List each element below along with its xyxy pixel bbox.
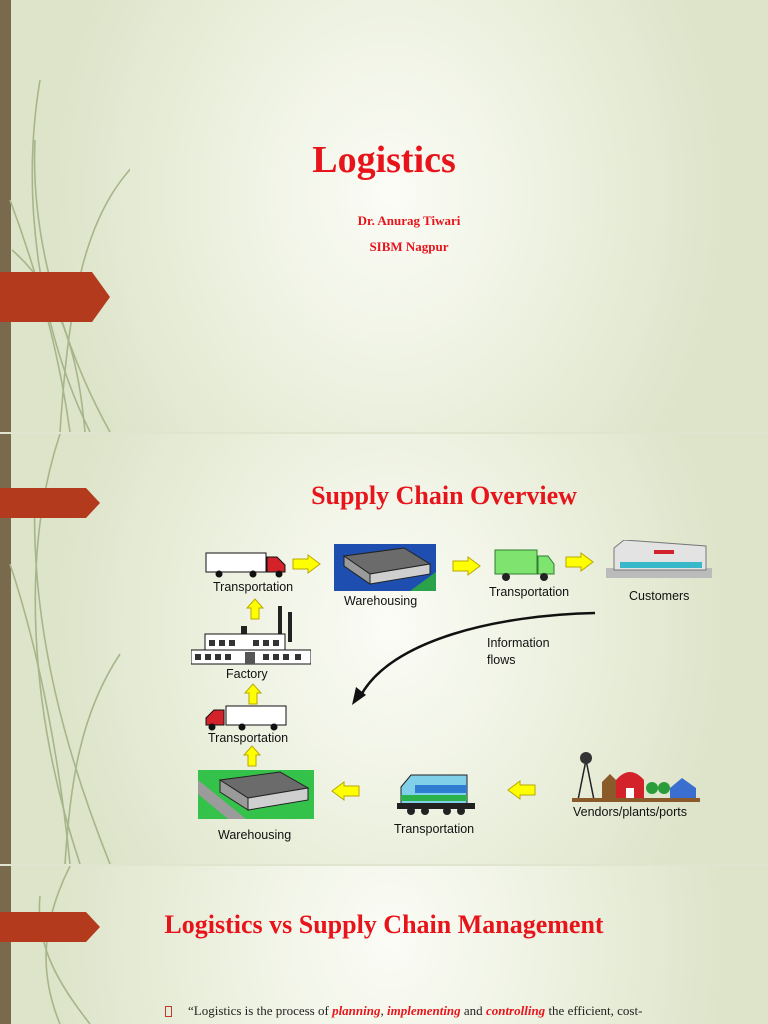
green-truck-icon [494, 549, 555, 581]
logistics-definition: “Logistics is the process of planning, i… [188, 1003, 642, 1019]
quote-text: “Logistics is the process of [188, 1003, 333, 1018]
quote-emphasis: controlling [485, 1003, 546, 1018]
flow-arrow-right-icon [292, 554, 321, 574]
slide-title: Logistics Dr. Anurag Tiwari SIBM Nagpur [0, 0, 768, 432]
left-bar [0, 866, 11, 1024]
slide-logistics-vs-scm: Logistics vs Supply Chain Management “Lo… [0, 866, 768, 1024]
quote-text: the efficient, cost- [545, 1003, 643, 1018]
label-transportation-train: Transportation [394, 822, 475, 836]
quote-emphasis: implementing [386, 1003, 461, 1018]
warehouse-icon [334, 544, 436, 591]
label-warehousing-bottom: Warehousing [218, 828, 292, 842]
slide-tab [0, 488, 100, 518]
label-transportation-top: Transportation [213, 580, 294, 594]
quote-text: , [380, 1003, 387, 1018]
flow-arrow-right-icon [452, 556, 481, 576]
slide-supply-chain: Supply Chain Overview Transportation War… [0, 434, 768, 864]
slide-title-text: Supply Chain Overview [311, 481, 577, 510]
flow-arrow-up-icon [246, 598, 264, 620]
flow-arrow-up-icon [243, 745, 261, 767]
store-icon [606, 540, 712, 578]
slide-title-text: Logistics [312, 139, 456, 181]
label-information: Information [487, 636, 550, 650]
flow-arrow-left-icon [507, 780, 536, 800]
flow-arrow-up-icon [244, 683, 262, 705]
flow-arrow-left-icon [331, 781, 360, 801]
label-warehousing-top: Warehousing [344, 594, 418, 608]
flow-arrow-right-icon [565, 552, 594, 572]
label-factory: Factory [226, 667, 268, 681]
factory-icon [191, 606, 311, 665]
truck-icon [205, 705, 287, 731]
label-flows: flows [487, 653, 516, 667]
slide-title-text: Logistics vs Supply Chain Management [164, 910, 604, 939]
warehouse-icon [198, 770, 314, 819]
quote-emphasis: planning [332, 1003, 381, 1018]
information-flow-arrow-icon [352, 611, 596, 705]
label-transportation-mid: Transportation [208, 731, 289, 745]
label-vendors: Vendors/plants/ports [573, 805, 687, 819]
train-icon [397, 774, 475, 815]
slide-tab [0, 272, 110, 322]
label-customers: Customers [629, 589, 690, 603]
farm-icon [572, 752, 700, 802]
left-bar [0, 0, 11, 432]
author-name: Dr. Anurag Tiwari [357, 213, 461, 228]
decorative-swirl [9, 434, 121, 864]
bullet-icon [165, 1006, 172, 1017]
quote-text: and [460, 1003, 486, 1018]
slide-tab [0, 912, 100, 942]
institute-name: SIBM Nagpur [369, 239, 449, 254]
decorative-swirl [9, 79, 130, 432]
left-bar [0, 434, 11, 864]
truck-icon [205, 552, 286, 578]
label-transportation-truck: Transportation [489, 585, 570, 599]
